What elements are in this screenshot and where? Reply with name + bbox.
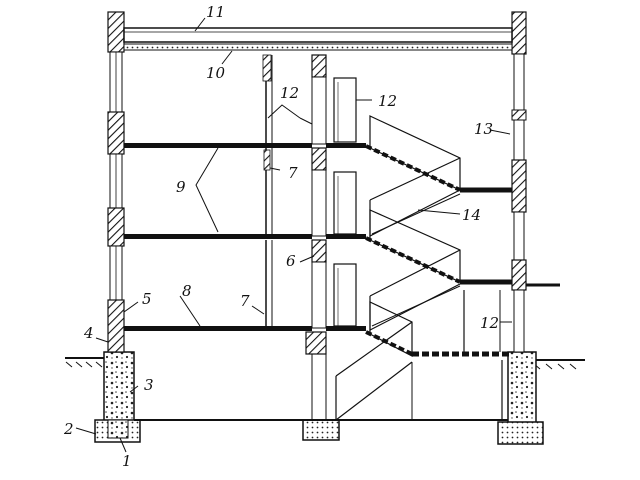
label-12-top: 12	[280, 84, 299, 102]
label-4: 4	[83, 324, 94, 342]
callout-labels: 11 10 12 12 13 9 7 14 6 8 7 5 12 4 3 2 1	[63, 3, 499, 470]
label-10: 10	[206, 64, 226, 82]
partition-walls	[262, 54, 273, 328]
label-14: 14	[462, 206, 481, 224]
label-11: 11	[206, 3, 225, 21]
label-12-door: 12	[378, 92, 397, 110]
label-3: 3	[144, 376, 154, 394]
label-12-lower: 12	[480, 314, 499, 332]
label-13: 13	[474, 120, 493, 138]
label-5: 5	[142, 290, 152, 308]
label-6: 6	[286, 252, 296, 270]
left-foundation	[94, 351, 141, 443]
label-8: 8	[182, 282, 192, 300]
stair-hall-doors	[333, 77, 357, 327]
label-1: 1	[122, 452, 132, 470]
label-9: 9	[176, 178, 186, 196]
middle-foundation	[302, 419, 340, 441]
label-7-upper: 7	[288, 164, 298, 182]
roof-slab	[123, 27, 513, 51]
inner-bearing-wall	[305, 54, 327, 420]
floor-slabs	[124, 143, 366, 331]
staircase	[335, 115, 560, 421]
left-exterior-wall	[107, 11, 125, 353]
leader-lines	[75, 17, 512, 453]
right-foundation	[497, 351, 544, 445]
label-2: 2	[63, 420, 74, 438]
ground-surface	[65, 357, 585, 370]
right-exterior-wall	[511, 11, 527, 353]
label-7-lower: 7	[240, 292, 250, 310]
